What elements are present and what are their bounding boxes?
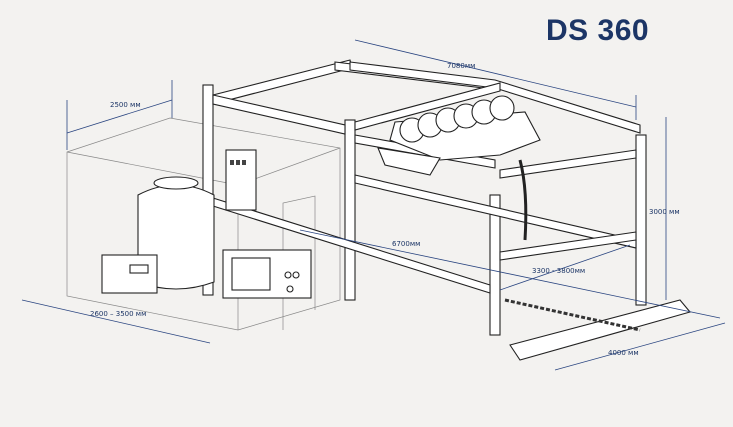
- control-cabinet: [225, 149, 257, 211]
- product-title: DS 360: [546, 14, 650, 47]
- power-unit: [101, 254, 158, 294]
- dim-frame-length: 7080мм: [447, 62, 475, 70]
- dim-room-depth: 2500 мм: [110, 101, 141, 109]
- frame-structure: [202, 59, 647, 336]
- dim-frame-height: 3000 мм: [649, 208, 680, 216]
- dim-room-width: 2600 – 3500 мм: [90, 310, 146, 318]
- dim-frame-width: 3300 - 3800мм: [532, 267, 585, 275]
- dim-track-length: 4000 мм: [608, 349, 639, 357]
- rail-track: [504, 298, 691, 361]
- drilling-head: [377, 95, 541, 241]
- dim-overall-length: 6700мм: [392, 240, 420, 248]
- dimension-lines: [21, 39, 726, 371]
- welding-machine: [222, 249, 312, 299]
